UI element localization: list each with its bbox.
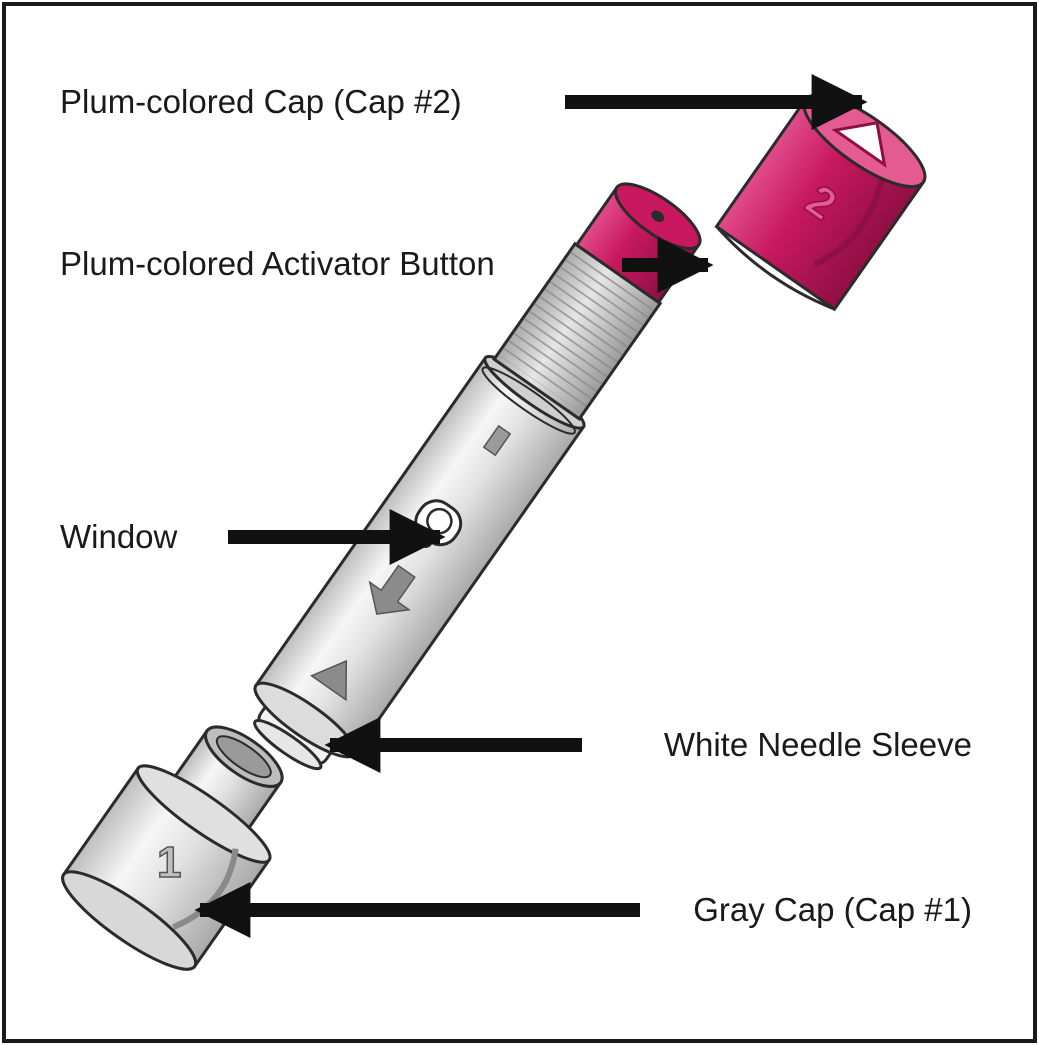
- label-activator-text: Plum-colored Activator Button: [60, 245, 495, 282]
- label-window-text: Window: [60, 518, 178, 555]
- label-sleeve-text: White Needle Sleeve: [664, 726, 972, 763]
- label-cap1-text: Gray Cap (Cap #1): [693, 891, 972, 928]
- cap1-number: 1: [157, 838, 181, 887]
- label-cap2-text: Plum-colored Cap (Cap #2): [60, 83, 462, 120]
